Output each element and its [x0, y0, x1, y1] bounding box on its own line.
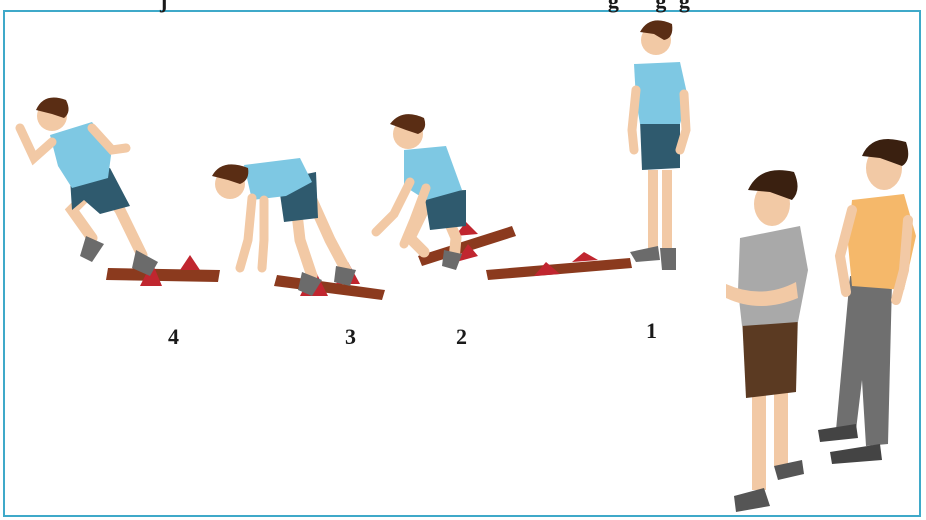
start-block-1b	[572, 252, 598, 262]
observer-boy-yellow-shirt	[818, 139, 916, 464]
step-label-1: 1	[646, 318, 657, 344]
runner-step-3	[212, 158, 385, 300]
runner-step-2	[376, 114, 516, 270]
runner-step-4	[20, 98, 220, 286]
runner-step-1	[486, 20, 688, 280]
step-label-2: 2	[456, 324, 467, 350]
starting-board-4	[106, 268, 220, 282]
observer-boy-grey-shirt	[726, 170, 808, 512]
starting-board-1	[486, 258, 632, 280]
starting-board-3	[274, 275, 385, 300]
step-label-3: 3	[345, 324, 356, 350]
runner-4-torso	[50, 122, 112, 188]
runner-2-torso	[404, 146, 462, 200]
step-label-4: 4	[168, 324, 179, 350]
start-block-4b	[180, 255, 200, 270]
